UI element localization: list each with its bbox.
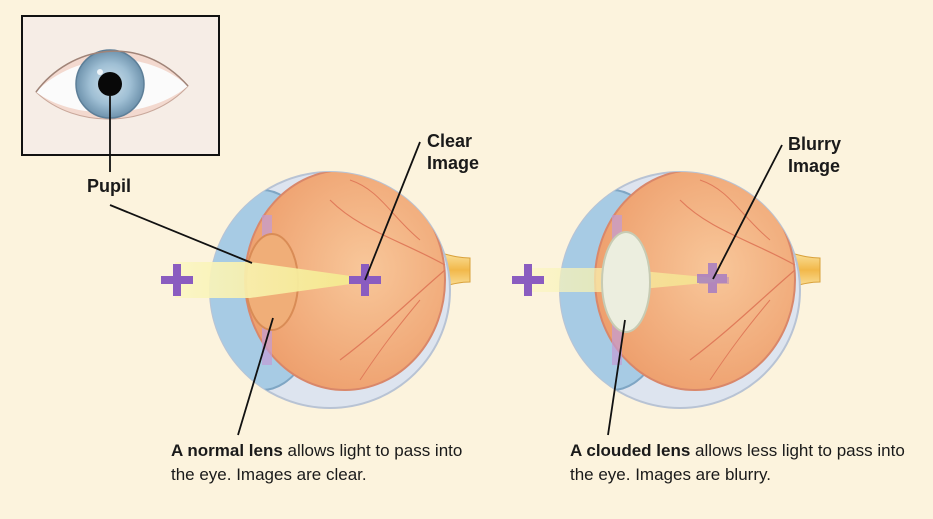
clouded-eye-cross-section xyxy=(530,170,820,408)
normal-eye-cross-section xyxy=(175,170,470,408)
pupil-dot xyxy=(98,72,122,96)
clear-image-label: Clear Image xyxy=(427,130,479,174)
blurry-image-label-line1: Blurry xyxy=(788,133,841,155)
normal-lens-caption-bold: A normal lens xyxy=(171,441,283,460)
clouded-lens-caption: A clouded lens allows less light to pass… xyxy=(570,439,920,487)
pupil-label: Pupil xyxy=(87,175,131,197)
clear-image-label-line1: Clear xyxy=(427,130,479,152)
blurry-image-label-line2: Image xyxy=(788,155,841,177)
clear-image-label-line2: Image xyxy=(427,152,479,174)
normal-lens-caption: A normal lens allows light to pass into … xyxy=(171,439,471,487)
clouded-lens-caption-bold: A clouded lens xyxy=(570,441,690,460)
clouded-lens xyxy=(602,232,650,332)
eye-front-view-inset xyxy=(22,16,219,155)
blurry-image-label: Blurry Image xyxy=(788,133,841,177)
